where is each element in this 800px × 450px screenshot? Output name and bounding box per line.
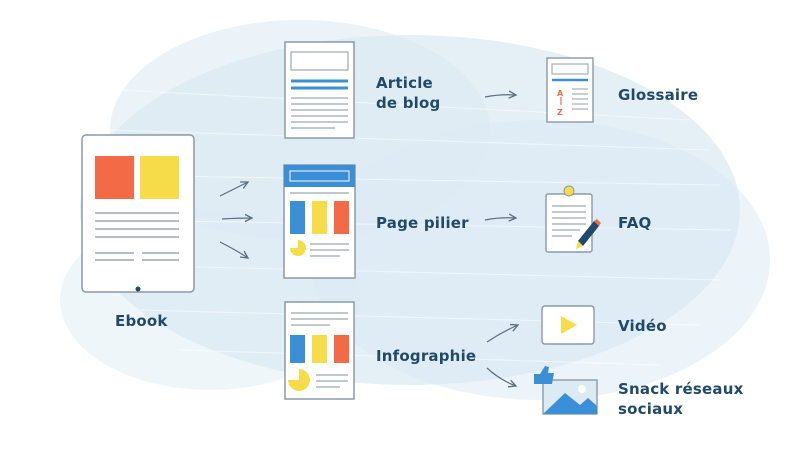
infographic-document-icon [284,301,355,400]
ebook-tablet-icon [81,134,195,293]
social-snack-label-line-2: sociaux [618,400,684,418]
glossary-document-icon [546,57,594,123]
blog-article-label-line-1: Article [376,74,433,92]
social-image-icon [542,379,598,415]
ebook-arrows [219,182,252,258]
glossary-label: Glossaire [618,86,699,104]
ebook-label: Ebook [115,312,168,330]
social-snack-label-line-1: Snack réseaux [618,380,744,398]
glossary-letter-a: A [557,89,564,98]
background-brush-strokes [99,89,731,366]
blog-article-document-icon [284,41,355,139]
infographic-label: Infographie [376,347,477,365]
video-label: Vidéo [618,317,667,335]
format-arrows [484,95,518,386]
social-snack-label: Snack réseaux sociaux [618,379,743,419]
glossary-letter-z: Z [557,108,563,117]
pillar-page-label: Page pilier [376,214,469,232]
like-thumb-icon [534,366,554,384]
faq-clipboard-icon [545,185,593,253]
pen-icon [576,219,601,249]
video-player-icon [541,305,595,345]
blog-article-label-line-2: de blog [376,94,441,112]
pillar-page-document-icon [283,164,356,279]
blog-article-label: Article de blog [376,73,440,113]
faq-label: FAQ [618,214,652,232]
